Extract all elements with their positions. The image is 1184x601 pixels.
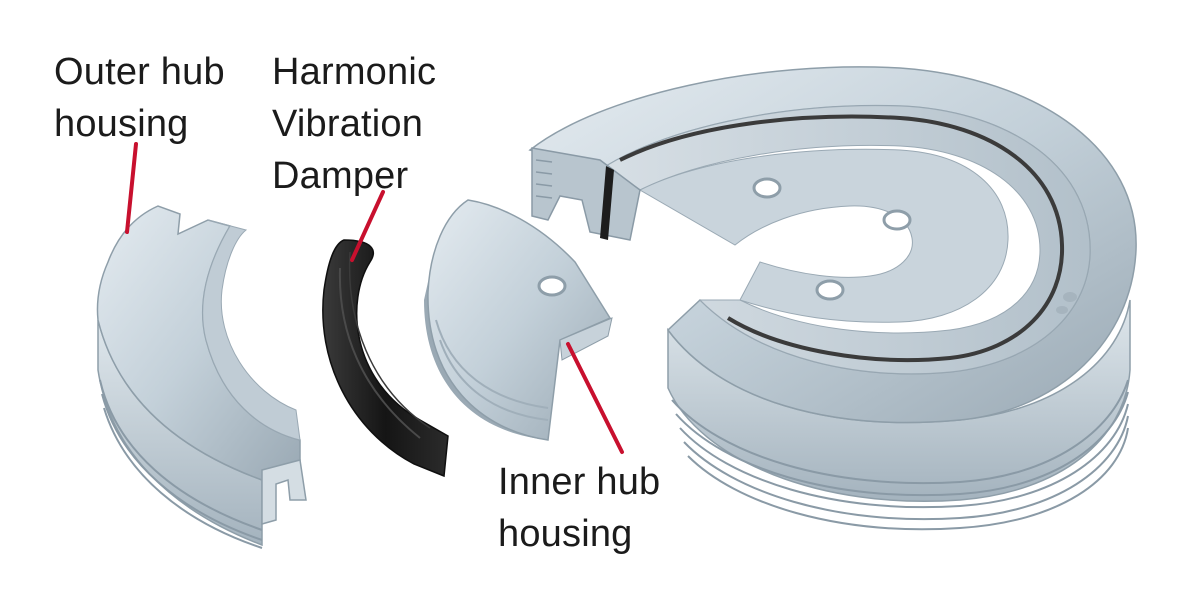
inner-hub-body (427, 199, 612, 441)
rubber-damper-piece (322, 239, 449, 478)
label-outer-hub-housing: Outer hub housing (54, 46, 225, 150)
leader-lines (125, 142, 624, 454)
label-outer-hub-line1: Outer hub (54, 51, 225, 93)
leader-damper (350, 190, 385, 262)
outer-hub-inner-wall (202, 219, 301, 441)
label-damper-line3: Damper (272, 155, 409, 197)
label-harmonic-vibration-damper: Harmonic Vibration Damper (272, 46, 436, 202)
outer-hub-piece (96, 205, 307, 549)
bolt-hole (882, 209, 912, 231)
pulley-grooves (671, 379, 1129, 531)
label-damper-line2: Vibration (272, 103, 424, 145)
label-damper-line1: Harmonic (272, 51, 437, 93)
bolt-hole (752, 177, 782, 199)
label-inner-hub-line2: housing (498, 513, 633, 555)
label-outer-hub-line2: housing (54, 103, 189, 145)
pulley-hub-plate (638, 148, 1009, 323)
inner-hub-piece (424, 199, 613, 441)
main-pulley (528, 66, 1137, 531)
outer-hub-cut (261, 459, 307, 525)
label-inner-hub-line1: Inner hub (498, 461, 661, 503)
pulley-inner-disk (599, 105, 1091, 375)
pulley-cut-rubber (600, 166, 614, 240)
leader-inner-hub (566, 342, 624, 454)
bolt-hole (815, 279, 845, 301)
leader-outer-hub (125, 142, 138, 234)
pulley-seal-ring (619, 114, 1065, 363)
small-hole (1056, 306, 1068, 314)
inner-hub-bolt-hole (537, 275, 567, 297)
inner-hub-cut (559, 317, 613, 361)
rubber-damper-ring (322, 239, 449, 478)
small-hole (1063, 292, 1077, 302)
label-inner-hub-housing: Inner hub housing (498, 456, 660, 560)
